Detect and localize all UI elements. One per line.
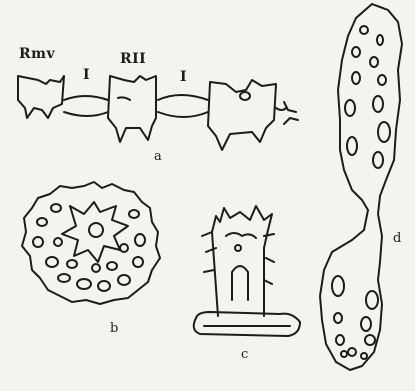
plate-rld (208, 80, 276, 150)
foot-plate (194, 312, 300, 336)
caption-d: d (393, 232, 401, 245)
label-i-left: I (83, 68, 90, 82)
plate-rmv (18, 76, 64, 118)
long-plate (320, 4, 402, 370)
spiny-body (212, 206, 272, 316)
label-rii: RII (120, 52, 146, 66)
plate-fragment (276, 102, 298, 124)
plate-rii (108, 76, 156, 142)
inner-arch (232, 266, 248, 300)
label-i-right: I (180, 70, 187, 84)
caption-c: c (241, 348, 248, 361)
connector-left (64, 96, 108, 116)
label-rmv: Rmv (19, 47, 55, 61)
panel-a-drawing (18, 76, 298, 150)
panel-b-drawing (22, 182, 160, 304)
connector-right (158, 95, 208, 117)
panel-c-drawing (194, 206, 300, 336)
caption-a: a (154, 150, 162, 163)
caption-b: b (110, 322, 118, 335)
panel-d-drawing (320, 4, 402, 370)
central-star (62, 202, 128, 262)
